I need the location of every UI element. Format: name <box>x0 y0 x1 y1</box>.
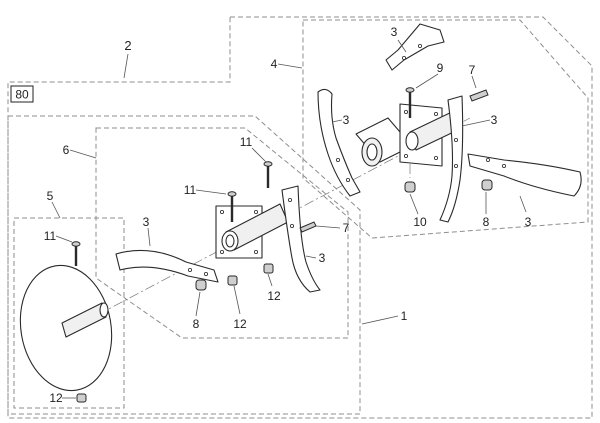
callout-3-middle-tine: 3 <box>319 251 326 265</box>
callout-11-upper: 11 <box>240 135 253 149</box>
callout-3-right-blade: 3 <box>525 215 532 229</box>
figure-badge: 80 <box>10 85 34 103</box>
badge-box <box>10 85 34 103</box>
nut-12-middle-b <box>227 275 238 286</box>
callout-10: 10 <box>413 215 427 229</box>
frame-group-1 <box>7 115 361 415</box>
callout-3-upper-left: 3 <box>343 113 350 127</box>
curved-tine-3-upper-left <box>317 88 361 197</box>
nut-10 <box>404 181 416 193</box>
callout-8-middle: 8 <box>193 317 200 331</box>
callout-1: 1 <box>401 309 408 323</box>
nut-12-middle-a <box>263 263 274 274</box>
callout-2: 2 <box>124 38 131 53</box>
callout-6: 6 <box>63 143 70 157</box>
badge-label: 80 <box>15 88 29 102</box>
frame-group-2 <box>7 16 593 419</box>
callout-12-middle-b: 12 <box>233 317 247 331</box>
tine-assembly-middle <box>115 161 321 293</box>
callout-5: 5 <box>47 189 54 203</box>
callout-7-middle: 7 <box>343 221 350 235</box>
callout-4: 4 <box>271 57 278 71</box>
callout-7-upper: 7 <box>469 63 476 77</box>
callout-12-disc: 12 <box>49 391 63 405</box>
bolt-7-upper <box>469 89 489 102</box>
bolt-7-middle <box>299 221 317 233</box>
callout-12-middle-a: 12 <box>267 289 281 303</box>
callout-3-top-bracket: 3 <box>391 25 398 39</box>
nut-8-upper <box>481 179 493 191</box>
disc-hub-shaft <box>61 302 107 338</box>
nut-8-middle <box>195 279 207 291</box>
disc-hub-assembly <box>19 241 113 403</box>
curved-blade-3-left <box>115 249 219 283</box>
callout-3-upper-right: 3 <box>491 113 498 127</box>
leader-lines <box>51 39 527 399</box>
bolt-11-disc-head <box>71 241 81 247</box>
frame-group-4 <box>302 19 589 239</box>
callout-11-disc: 11 <box>44 229 57 243</box>
disc-hub-shaft-end <box>99 302 109 318</box>
vertical-tine-3-middle <box>281 185 321 293</box>
frame-group-6 <box>95 127 349 339</box>
tine-assembly-upper <box>317 23 582 223</box>
nut-12-disc <box>76 393 87 403</box>
frame-group-5 <box>13 217 125 409</box>
callout-3-left-blade: 3 <box>143 215 150 229</box>
callout-numbers: 1 2 3 3 3 3 3 3 4 5 6 7 7 8 8 9 10 11 11… <box>44 25 532 405</box>
assembly-frames <box>7 16 593 419</box>
curved-blade-3-right <box>467 153 582 197</box>
callout-9: 9 <box>437 61 444 75</box>
vertical-tine-3-upper <box>439 95 464 223</box>
callout-8-upper: 8 <box>483 215 490 229</box>
callout-11-middle: 11 <box>184 183 197 197</box>
